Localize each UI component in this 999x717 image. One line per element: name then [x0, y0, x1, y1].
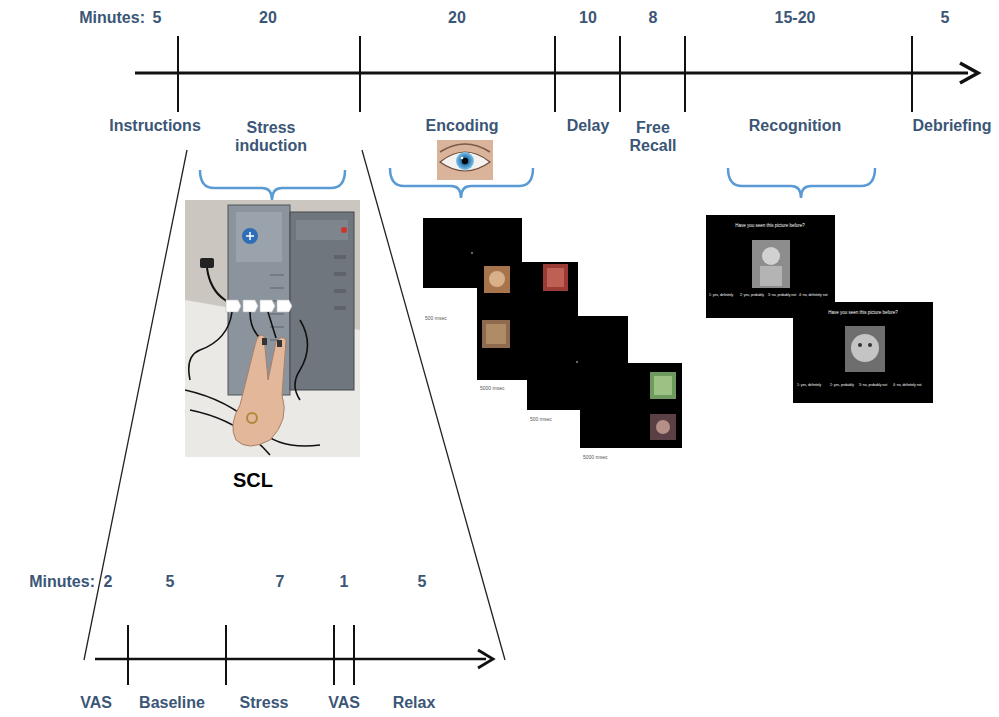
timing-note: 500 msec — [530, 417, 552, 423]
recognition-screens — [706, 215, 933, 403]
duration-number: 20 — [259, 9, 277, 27]
bracket — [200, 168, 875, 200]
duration-number: 20 — [448, 9, 466, 27]
phase-label: Debriefing — [912, 117, 991, 135]
screen-text: 3: no, probably not — [768, 294, 796, 298]
phase-label: Relax — [393, 694, 436, 712]
screen-text: 1: yes, definitely — [709, 294, 733, 298]
phase-label: Free Recall — [624, 119, 682, 156]
screen-text: Have you seen this picture before? — [735, 223, 805, 228]
screen-text: 1: yes, definitely — [797, 384, 821, 388]
screen-text: Have you seen this picture before? — [828, 310, 898, 315]
screen-text: 3: no, probably not — [859, 384, 887, 388]
screen-text: 4: no, definitely not — [893, 384, 921, 388]
phase-label: Baseline — [139, 694, 205, 712]
stress-timeline — [95, 625, 486, 685]
duration-number: 5 — [941, 9, 950, 27]
eye-icon — [437, 140, 493, 180]
main-timeline — [135, 36, 968, 112]
duration-number: 15-20 — [775, 9, 816, 27]
duration-number: 10 — [579, 9, 597, 27]
duration-number: 2 — [104, 573, 113, 591]
phase-label: Encoding — [426, 117, 499, 135]
phase-label: Delay — [567, 117, 610, 135]
duration-number: 5 — [166, 573, 175, 591]
arrow-head — [960, 63, 978, 83]
zoom-line — [84, 150, 187, 660]
phase-label: Recognition — [749, 117, 841, 135]
phase-label: Stress — [240, 694, 289, 712]
duration-number: 7 — [276, 573, 285, 591]
duration-number: 5 — [153, 9, 162, 27]
phase-label: Instructions — [109, 117, 201, 135]
scl-photo — [185, 200, 360, 457]
timing-note: 500 msec — [425, 316, 447, 322]
screen-text: 2: yes, probably — [830, 384, 854, 388]
phase-label: Stress induction — [226, 119, 316, 156]
screen-text: 2: yes, probably — [740, 294, 764, 298]
screen-text: 4: no, definitely not — [799, 294, 827, 298]
phase-label: VAS — [328, 694, 360, 712]
phase-label: VAS — [80, 694, 112, 712]
arrow-head — [478, 650, 493, 668]
axis-label: Minutes: — [27, 573, 97, 591]
timing-note: 5000 msec — [480, 386, 504, 392]
axis-label: Minutes: — [79, 9, 145, 27]
device-label: SCL — [233, 469, 273, 492]
duration-number: 8 — [649, 9, 658, 27]
duration-number: 1 — [340, 573, 349, 591]
encoding-screens — [423, 218, 682, 448]
duration-number: 5 — [418, 573, 427, 591]
timing-note: 5000 msec — [583, 455, 607, 461]
